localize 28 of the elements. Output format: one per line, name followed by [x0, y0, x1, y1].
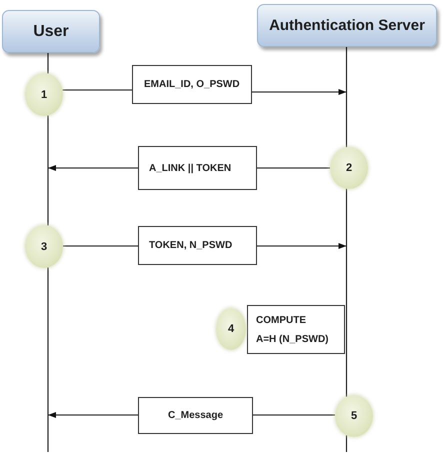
lifeline — [47, 53, 49, 74]
lifeline-header: Authentication Server — [257, 4, 437, 47]
body-text: A=H (N_PSWD) — [256, 332, 329, 346]
arrow — [252, 89, 346, 95]
arrow — [48, 412, 138, 418]
lifeline — [346, 435, 348, 452]
heading-text: COMPUTE — [256, 314, 306, 328]
lifeline — [47, 268, 49, 452]
connector-line — [257, 167, 330, 169]
step-circle: 3 — [25, 225, 63, 268]
step-circle: 1 — [25, 73, 63, 116]
lifeline-header: User — [2, 10, 100, 53]
message-box: TOKEN, N_PSWD — [138, 226, 257, 265]
lifeline — [346, 188, 348, 397]
connector-line — [62, 89, 132, 91]
message-box: A_LINK || TOKEN — [138, 146, 257, 190]
step-circle: 2 — [330, 147, 368, 189]
arrow — [257, 243, 346, 249]
lifeline — [47, 116, 49, 226]
message-box: EMAIL_ID, O_PSWD — [132, 65, 252, 104]
connector-line — [63, 245, 138, 247]
step-circle: 4 — [216, 308, 246, 350]
message-box: C_Message — [138, 397, 253, 434]
process-box — [247, 305, 345, 354]
lifeline — [346, 47, 348, 148]
step-circle: 5 — [335, 395, 373, 437]
arrow — [48, 165, 138, 171]
connector-line — [253, 414, 335, 416]
